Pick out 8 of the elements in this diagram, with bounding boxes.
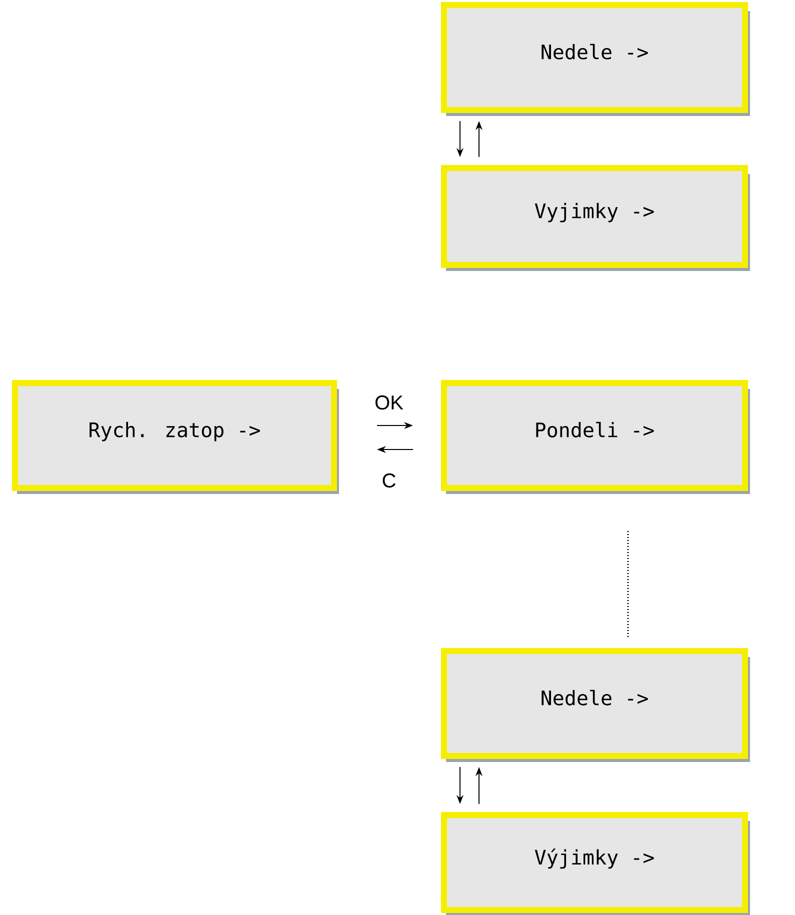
menu-box: Vyjimky -> bbox=[441, 165, 750, 271]
menu-box: Nedele -> bbox=[441, 648, 750, 762]
menu-box: Pondeli -> bbox=[441, 380, 750, 494]
menu-box: Nedele -> bbox=[441, 2, 750, 116]
menu-box: Rych. zatop -> bbox=[12, 380, 339, 494]
edge-label: C bbox=[382, 473, 396, 488]
edge-label: OK bbox=[376, 395, 404, 410]
menu-box: Výjimky -> bbox=[441, 812, 750, 915]
